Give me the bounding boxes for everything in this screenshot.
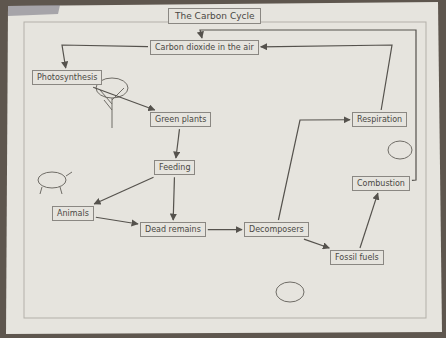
box-label: Green plants — [155, 115, 206, 124]
title-box: The Carbon Cycle — [168, 8, 261, 24]
box-label: Animals — [57, 209, 89, 218]
flow-arrow — [96, 217, 138, 224]
process-box: Fossil fuels — [330, 250, 384, 265]
tree-sketch — [96, 78, 128, 128]
process-box: Combustion — [352, 176, 410, 191]
box-label: Fossil fuels — [335, 253, 379, 262]
box-label: Carbon dioxide in the air — [155, 43, 254, 52]
flow-arrow — [94, 177, 153, 204]
flow-arrow — [304, 239, 329, 248]
frame-loop — [24, 22, 426, 318]
process-box: Green plants — [150, 112, 211, 127]
flow-arrow — [62, 45, 148, 68]
box-label: Dead remains — [145, 225, 201, 234]
diagram-title: The Carbon Cycle — [175, 11, 254, 21]
process-box: Feeding — [154, 160, 195, 175]
process-box: Respiration — [352, 112, 407, 127]
process-box: Photosynthesis — [32, 70, 102, 85]
box-label: Decomposers — [249, 225, 304, 234]
animal-sketch — [38, 172, 72, 194]
flow-arrow — [261, 45, 392, 110]
flow-arrow — [173, 177, 174, 220]
flow-arrow — [93, 87, 155, 110]
box-label: Combustion — [357, 179, 405, 188]
flow-arrow — [176, 129, 180, 158]
flow-arrow — [278, 120, 350, 220]
process-box: Decomposers — [244, 222, 309, 237]
paper-corner — [8, 5, 60, 16]
process-box: Carbon dioxide in the air — [150, 40, 259, 55]
process-box: Dead remains — [140, 222, 206, 237]
process-box: Animals — [52, 206, 94, 221]
box-label: Respiration — [357, 115, 402, 124]
box-label: Feeding — [159, 163, 190, 172]
flow-arrow — [208, 229, 242, 230]
flow-arrow — [360, 193, 378, 248]
box-label: Photosynthesis — [37, 73, 97, 82]
paper — [6, 2, 442, 334]
